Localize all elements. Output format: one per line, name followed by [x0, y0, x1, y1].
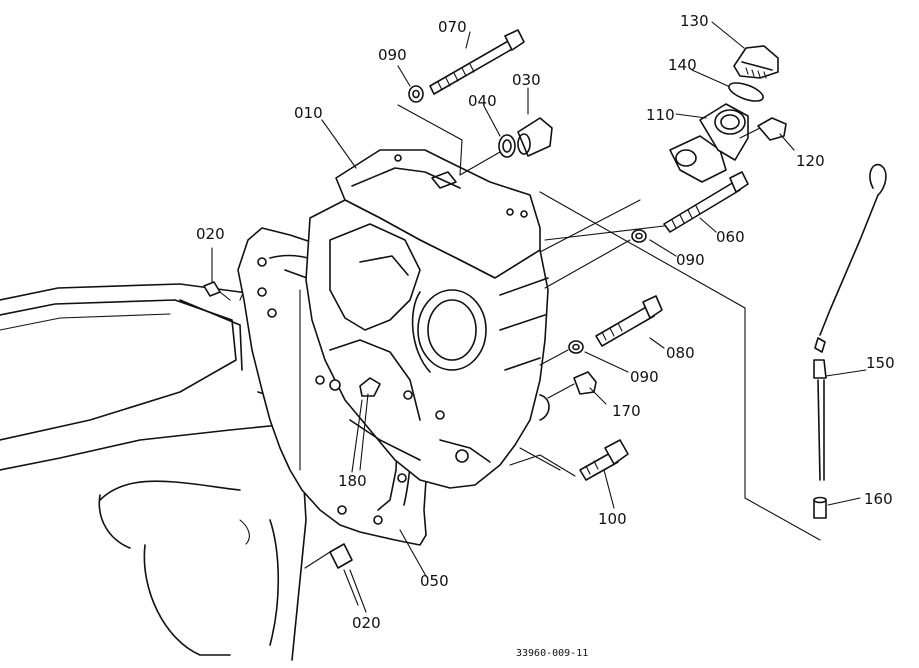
label-070: 070 — [438, 18, 467, 36]
label-050: 050 — [420, 572, 449, 590]
label-020-lower: 020 — [352, 614, 381, 632]
label-090-mid: 090 — [676, 251, 705, 269]
dowel-pin-020-upper — [203, 247, 231, 301]
part-labels: 010 020 020 030 040 050 060 070 090 090 … — [196, 12, 895, 632]
label-020-upper: 020 — [196, 225, 225, 243]
label-170: 170 — [612, 402, 641, 420]
label-030: 030 — [512, 71, 541, 89]
washer-090-top — [397, 85, 463, 176]
seal-040 — [498, 134, 516, 158]
label-040: 040 — [468, 92, 497, 110]
plug-170 — [547, 371, 597, 399]
label-150: 150 — [866, 354, 895, 372]
oil-filler-neck-110 — [669, 103, 749, 183]
label-110: 110 — [646, 106, 675, 124]
label-120: 120 — [796, 152, 825, 170]
dipstick-tube-160 — [813, 496, 827, 519]
dowel-pin-020-lower — [304, 543, 359, 606]
bolt-080 — [595, 295, 663, 347]
label-130: 130 — [680, 12, 709, 30]
label-060: 060 — [716, 228, 745, 246]
label-080: 080 — [666, 344, 695, 362]
label-010: 010 — [294, 104, 323, 122]
bolt-100 — [509, 439, 629, 481]
o-ring-140 — [728, 82, 764, 102]
pin-180 — [359, 377, 381, 471]
dipstick-150 — [813, 163, 887, 481]
plug-030 — [459, 117, 553, 176]
drawing-number: 33960-009-11 — [516, 648, 588, 659]
label-160: 160 — [864, 490, 893, 508]
bolt-120 — [739, 117, 787, 141]
label-090-low: 090 — [630, 368, 659, 386]
reference-lines — [519, 191, 821, 541]
bolt-060 — [663, 171, 749, 233]
gear-case-housing-010 — [305, 149, 550, 489]
washer-090-mid — [544, 225, 665, 289]
washer-090-low — [539, 340, 584, 366]
bolt-070 — [429, 29, 525, 95]
label-090-top: 090 — [378, 46, 407, 64]
label-140: 140 — [668, 56, 697, 74]
label-180: 180 — [338, 472, 367, 490]
label-100: 100 — [598, 510, 627, 528]
leader-lines — [321, 21, 867, 613]
filler-cap-130 — [733, 45, 779, 79]
